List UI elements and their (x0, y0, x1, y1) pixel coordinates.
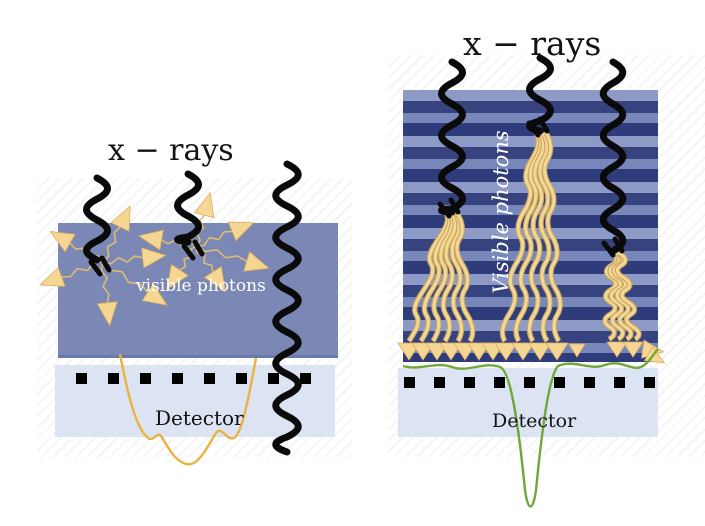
left-detector-label: Detector (155, 406, 244, 430)
right-photon-strand-icons (406, 131, 642, 343)
right-photon-triangle-row (397, 339, 666, 364)
left-xrays-title: x − rays (108, 133, 234, 168)
xray-wave-icons (83, 54, 627, 456)
right-pixel-row (404, 377, 655, 388)
left-pixel-row (76, 373, 311, 384)
broad-psf-curve (118, 353, 258, 466)
narrow-psf-curve (402, 348, 659, 508)
right-detector-label: Detector (492, 410, 577, 432)
right-xrays-title: x − rays (463, 24, 602, 63)
left-visible-photons-label: visible photons (136, 276, 266, 296)
right-visible-photons-label: Visible photons (489, 130, 513, 294)
left-photon-burst-icons (39, 191, 270, 327)
